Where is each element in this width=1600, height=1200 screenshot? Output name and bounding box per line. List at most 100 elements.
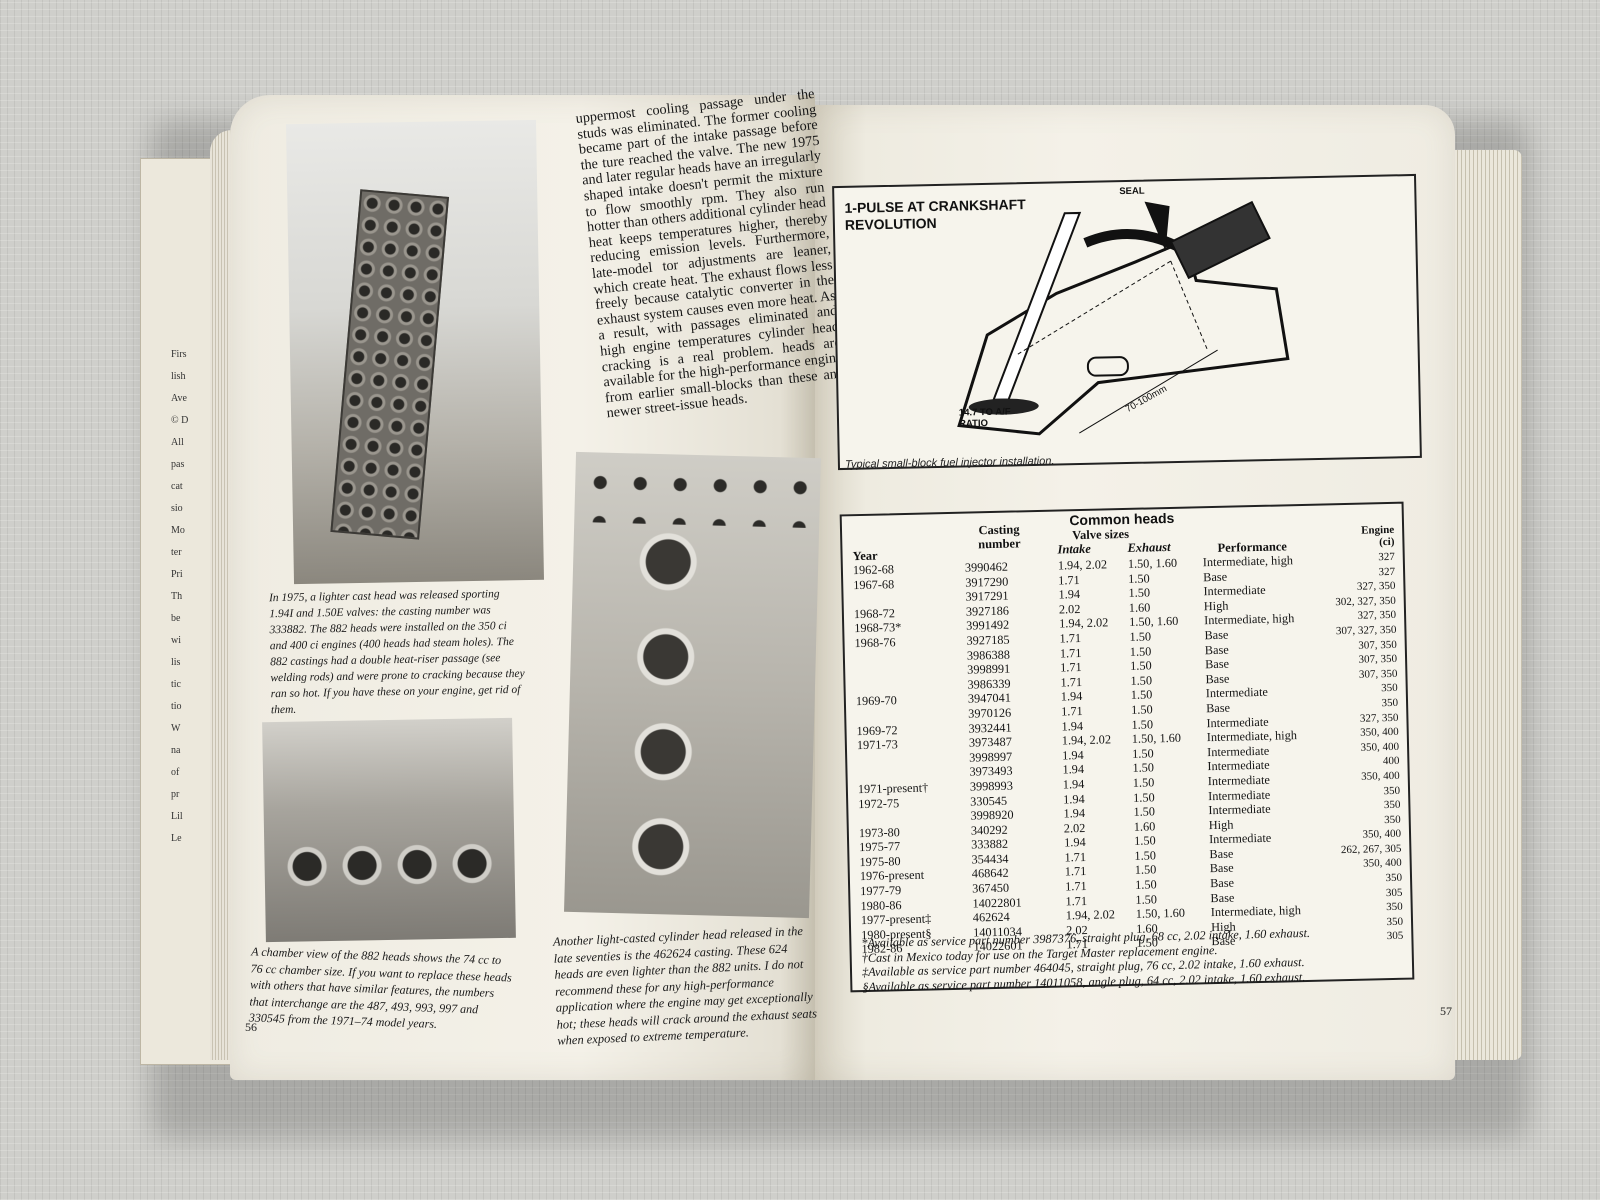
- left-page-edges: [210, 130, 232, 1060]
- back-page-fragment: W: [171, 723, 181, 734]
- cell-engine: 307, 350: [1358, 638, 1397, 652]
- cell-casting: 468642: [971, 866, 1009, 882]
- photo-caption-2: A chamber view of the 882 heads shows th…: [248, 944, 512, 1031]
- cell-intake: 1.94: [1061, 718, 1084, 734]
- back-page-fragment: be: [171, 613, 181, 624]
- cell-intake: 1.94: [1063, 806, 1086, 821]
- back-page-fragment: All: [171, 437, 184, 448]
- cell-engine: 350, 400: [1363, 857, 1402, 871]
- cell-year: 1969-72: [856, 722, 898, 738]
- cell-exhaust: 1.50: [1134, 877, 1157, 892]
- back-page-fragment: lish: [171, 371, 186, 382]
- cell-intake: 1.71: [1060, 660, 1082, 675]
- chamber-view-photo: [262, 717, 516, 943]
- cell-intake: 2.02: [1058, 601, 1081, 617]
- fuel-injector-diagram: 1-PULSE AT CRANKSHAFT REVOLUTION SEAL 14…: [832, 173, 1422, 471]
- back-page-fragment: Ave: [171, 393, 187, 404]
- back-page-fragment: Firs: [171, 349, 187, 360]
- cell-casting: 3927186: [965, 603, 1010, 619]
- back-page-fragment: pr: [171, 789, 180, 800]
- back-page-fragment: tio: [171, 701, 182, 712]
- cell-intake: 1.94: [1058, 587, 1081, 602]
- cell-engine: 302, 327, 350: [1335, 594, 1396, 609]
- cell-engine: 305: [1385, 886, 1403, 899]
- combustion-chambers-image: [279, 828, 501, 902]
- back-page-fragment: tic: [171, 679, 181, 690]
- casting-number-header: Casting number: [978, 522, 1021, 552]
- cell-engine: 350, 400: [1362, 828, 1402, 841]
- cell-exhaust: 1.50: [1132, 775, 1155, 790]
- cell-exhaust: 1.50: [1128, 585, 1151, 601]
- table-footnotes: *Available as service part number 398737…: [861, 924, 1407, 994]
- cell-performance: High: [1203, 598, 1229, 614]
- cell-year: 1969-70: [855, 693, 898, 709]
- af-ratio-label: 14.7 TO A/F RATIO: [958, 406, 1011, 430]
- seal-label: SEAL: [1119, 185, 1145, 198]
- back-page-fragment: Le: [171, 833, 182, 844]
- cell-engine: 327, 350: [1359, 711, 1399, 725]
- cell-performance: Base: [1210, 890, 1235, 905]
- cell-exhaust: 1.50: [1134, 848, 1157, 863]
- cell-casting: 367450: [972, 880, 1010, 896]
- cell-engine: 350: [1383, 798, 1401, 812]
- cell-intake: 1.94: [1063, 791, 1085, 806]
- cell-performance: High: [1208, 817, 1234, 832]
- cell-casting: 330545: [970, 793, 1008, 809]
- cell-exhaust: 1.50: [1131, 716, 1154, 732]
- cell-intake: 1.94: [1063, 835, 1086, 850]
- cell-performance: Base: [1209, 861, 1234, 876]
- cell-performance: Base: [1205, 700, 1231, 716]
- cell-casting: 3998993: [969, 778, 1014, 794]
- cell-intake: 1.94: [1060, 689, 1083, 704]
- cell-casting: 3990462: [964, 559, 1009, 575]
- injector-drawing: [957, 200, 1290, 436]
- cell-intake: 1.71: [1059, 630, 1082, 646]
- cell-intake: 1.71: [1061, 703, 1083, 719]
- cell-casting: 3998997: [969, 749, 1013, 765]
- cell-exhaust: 1.50: [1133, 804, 1156, 819]
- cell-intake: 1.94: [1062, 776, 1085, 792]
- back-page-fragment: cat: [171, 481, 183, 492]
- cell-casting: 3998991: [967, 661, 1011, 677]
- cell-engine: 350: [1386, 901, 1403, 914]
- back-page-fragment: Mo: [171, 525, 185, 536]
- cell-engine: 350: [1385, 871, 1403, 885]
- cell-casting: 3970126: [968, 705, 1012, 721]
- cylinder-head-image: [330, 189, 450, 540]
- cell-exhaust: 1.50: [1130, 673, 1153, 688]
- cell-exhaust: 1.50, 1.60: [1127, 555, 1178, 571]
- cell-performance: Base: [1209, 846, 1234, 862]
- cell-performance: Base: [1204, 656, 1230, 672]
- cell-engine: 350: [1381, 696, 1399, 710]
- cell-casting: 3998920: [970, 807, 1014, 823]
- cell-casting: 3947041: [967, 690, 1012, 706]
- cell-intake: 1.71: [1059, 645, 1082, 661]
- cell-exhaust: 1.50: [1135, 892, 1158, 907]
- back-page-fragment: © D: [171, 415, 189, 426]
- back-page-fragment: na: [171, 745, 181, 756]
- cell-exhaust: 1.50: [1133, 833, 1156, 849]
- cell-casting: 354434: [971, 851, 1009, 867]
- cell-engine: 350: [1384, 813, 1401, 826]
- cell-intake: 1.94, 2.02: [1059, 615, 1109, 631]
- back-page-fragment: Lil: [171, 811, 183, 822]
- common-heads-table: Common heads Valve sizes Casting number …: [839, 501, 1415, 994]
- cell-engine: 307, 350: [1358, 653, 1398, 666]
- cell-casting: 3973493: [969, 763, 1013, 779]
- photo-caption-3: Another light-casted cylinder head relea…: [552, 923, 818, 1048]
- cell-casting: 3927185: [966, 632, 1010, 648]
- intake-header: Intake: [1057, 541, 1091, 557]
- cell-exhaust: 1.50: [1128, 571, 1150, 586]
- cell-performance: Base: [1204, 642, 1229, 657]
- cell-year: 1962-68: [852, 562, 895, 578]
- right-page-edges: [1450, 150, 1522, 1060]
- cell-engine: 350, 400: [1360, 725, 1399, 739]
- cell-engine: 400: [1382, 755, 1400, 768]
- cell-intake: 1.71: [1058, 572, 1080, 588]
- cell-performance: Base: [1204, 627, 1229, 643]
- cell-year: 1980-86: [860, 897, 902, 913]
- cell-intake: 1.94, 2.02: [1057, 557, 1108, 573]
- back-page-fragment: wi: [171, 635, 181, 646]
- exhaust-header: Exhaust: [1127, 539, 1171, 555]
